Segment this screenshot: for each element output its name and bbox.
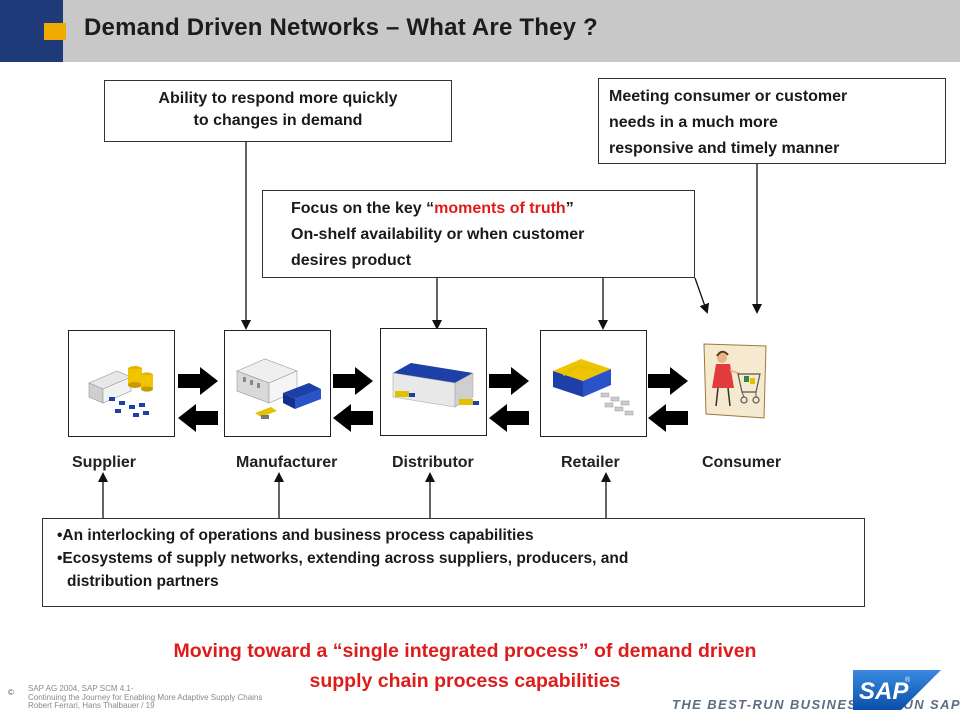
header-band [0,0,960,62]
callout-consumer-needs: Meeting consumer or customer needs in a … [598,78,946,164]
callout-moments-line2: On-shelf availability or when customer [291,226,585,243]
label-retailer: Retailer [561,454,620,471]
supplier-factory-icon [88,366,153,417]
copyright-symbol: © [8,688,14,697]
svg-text:®: ® [905,676,911,684]
network-bullet-1: •An interlocking of operations and busin… [57,527,534,544]
manufacturer-plant-icon [236,358,321,419]
callout-consumer-line3: responsive and timely manner [609,140,840,157]
callout-responsiveness-line2: to changes in demand [193,112,363,129]
arrow-to-consumer-diag [694,277,710,314]
moments-prefix: Focus on the key “ [291,200,435,217]
label-distributor: Distributor [392,454,474,471]
moments-suffix: ” [565,200,574,217]
supplier-image [68,330,175,437]
fine-print-line3: Robert Ferrari, Hans Thalbauer / 19 [28,701,155,710]
callout-consumer-line1: Meeting consumer or customer [609,88,848,105]
label-supplier: Supplier [72,454,137,471]
callout-responsiveness: Ability to respond more quickly to chang… [104,80,452,142]
callout-moments-line1: Focus on the key “moments of truth” [291,196,694,222]
fine-print-line2: Continuing the Journey for Enabling More… [28,692,263,702]
callout-moments-of-truth: Focus on the key “moments of truth” On-s… [262,190,695,278]
sap-logo-text: SAP [859,678,909,705]
consumer-shopper-icon [703,343,767,419]
flow-arrows-forward [178,367,688,395]
callout-moments-line3: desires product [291,252,412,269]
distributor-warehouse-icon [392,363,479,408]
network-bullet-2: •Ecosystems of supply networks, extendin… [57,550,629,567]
callout-network-definition: •An interlocking of operations and busin… [42,518,865,607]
callout-consumer-line2: needs in a much more [609,114,778,131]
retailer-image [540,330,647,437]
callout-responsiveness-line1: Ability to respond more quickly [158,90,398,107]
network-bullet-2-cont: distribution partners [67,573,219,590]
page-title: Demand Driven Networks – What Are They ? [84,14,598,41]
tagline-line2: supply chain process capabilities [309,670,621,692]
label-manufacturer: Manufacturer [236,454,338,471]
distributor-image [380,328,487,436]
moments-highlight: moments of truth [434,200,566,217]
label-consumer: Consumer [702,454,782,471]
tagline-line1: Moving toward a “single integrated proce… [173,640,757,662]
header-orange-square [44,23,66,40]
manufacturer-image [224,330,331,437]
retailer-store-icon [553,359,634,416]
fine-print-line1: SAP AG 2004, SAP SCM 4.1- [28,684,134,693]
footer-fine-print: SAP AG 2004, SAP SCM 4.1- Continuing the… [28,684,263,711]
tagline: Moving toward a “single integrated proce… [0,636,930,696]
flow-arrows-backward [178,404,688,432]
sap-logo: SAP ® [853,670,941,710]
